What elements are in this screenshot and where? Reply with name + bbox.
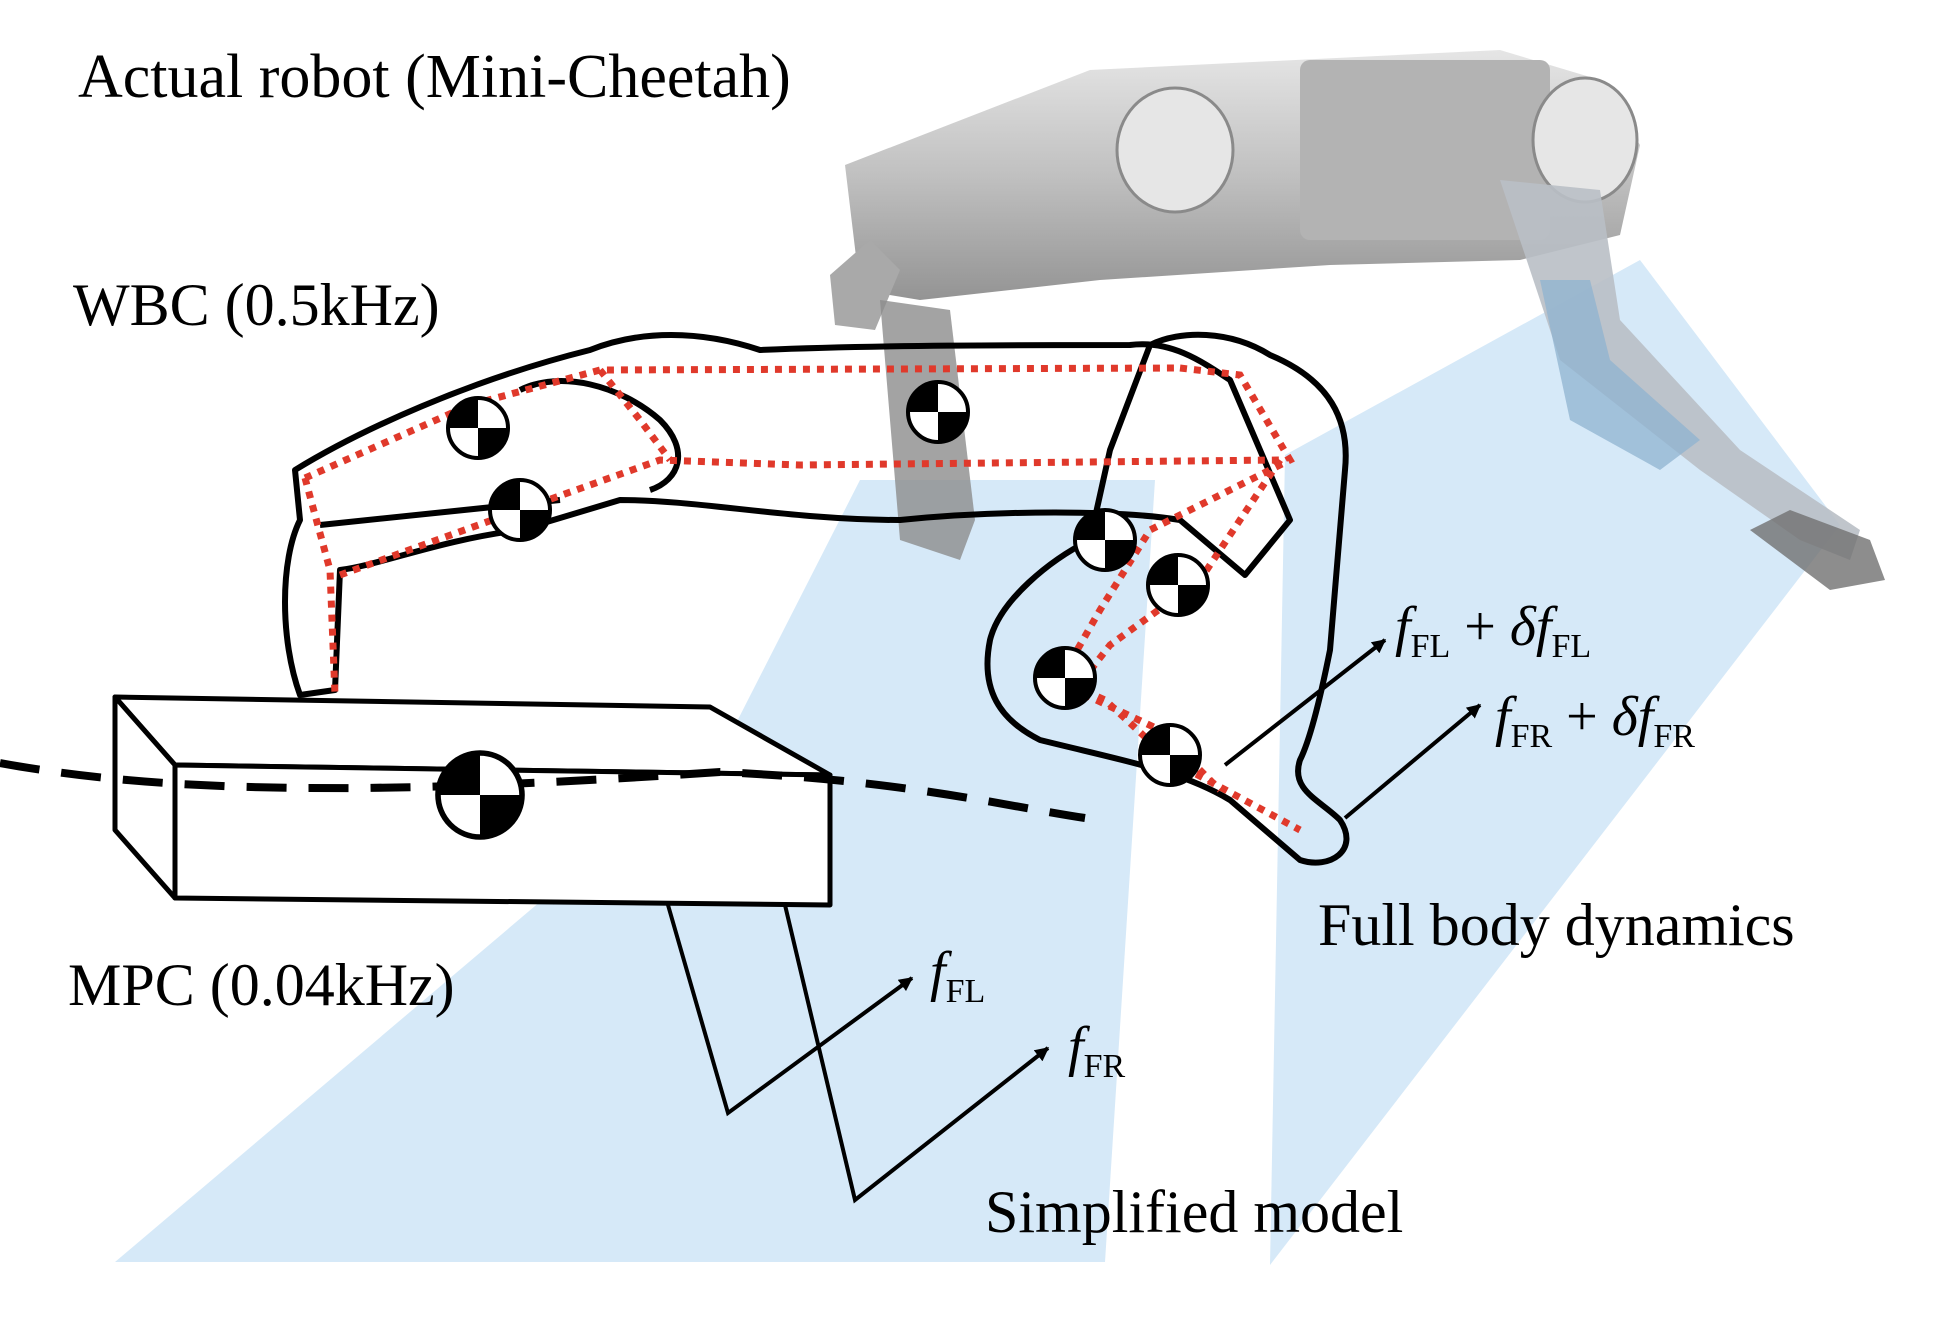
projection-cone-full-body [1270,260,1840,1265]
center-of-mass-icon [1033,646,1097,710]
mpc-simplified-box [112,694,833,908]
actual-robot-label: Actual robot (Mini-Cheetah) [78,43,791,111]
mpc-trajectory [0,759,1086,822]
wbc-label: WBC (0.5kHz) [73,272,440,338]
actual-robot-image [830,50,1885,590]
force-fr-perturbed-label: fFR+δfFR [1495,686,1695,755]
center-of-mass-icon [438,753,522,837]
full-body-force-fl [1223,638,1387,767]
simplified-leg-fl [666,904,914,1117]
center-of-mass-icon [1073,508,1137,572]
center-of-mass-icon [1146,553,1210,617]
force-fl-perturbed-label: fFL+δfFL [1395,596,1591,665]
center-of-mass-icon [446,396,510,460]
center-of-mass-icon [488,478,552,542]
simplified-label: Simplified model [985,1179,1403,1245]
simplified-leg-fr [783,904,1050,1204]
full-body-label: Full body dynamics [1318,892,1795,958]
center-of-mass-icon [1138,723,1202,787]
center-of-mass-icon [906,380,970,444]
mpc-label: MPC (0.04kHz) [68,952,455,1018]
full-body-force-fr [1343,703,1482,820]
